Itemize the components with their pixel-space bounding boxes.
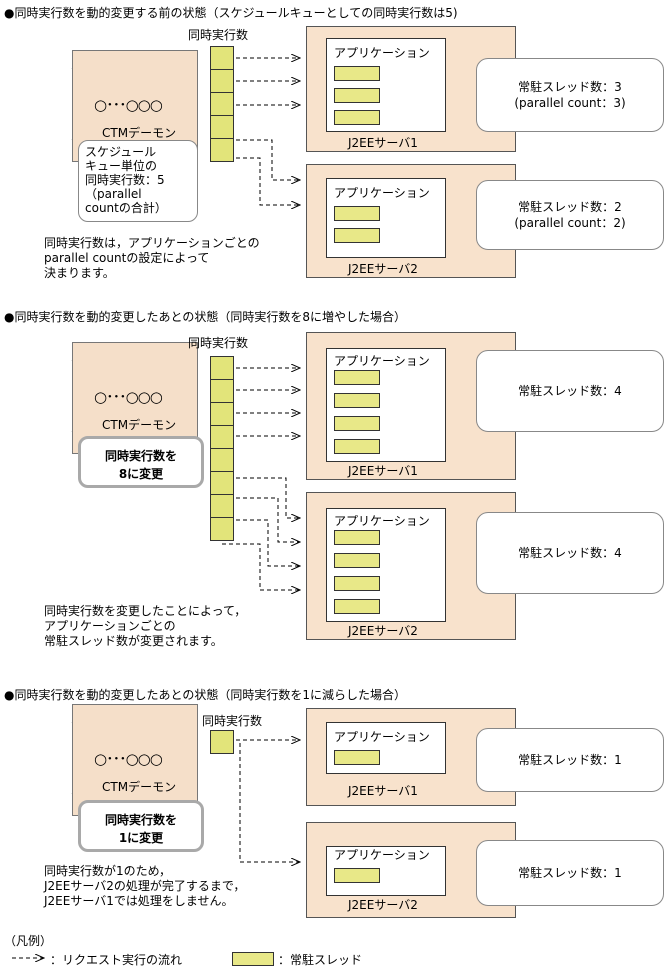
- concurrency-label: 同時実行数: [188, 28, 249, 42]
- schedule-queue-1: [210, 46, 234, 162]
- server2-thread-count: 常駐スレッド数：1: [476, 840, 664, 906]
- resident-thread: [334, 576, 380, 591]
- server2-label: J2EEサーバ2: [348, 624, 418, 638]
- application-label: アプリケーション: [334, 186, 430, 200]
- schedule-queue-3: [210, 730, 234, 754]
- section2-heading: ●同時実行数を動的変更したあとの状態（同時実行数を8に増やした場合）: [4, 310, 406, 324]
- resident-thread: [334, 530, 380, 545]
- resident-thread: [334, 750, 380, 765]
- server1-label: J2EEサーバ1: [348, 784, 418, 798]
- request-arrows-1: [222, 58, 300, 205]
- resident-thread: [334, 868, 380, 883]
- application-label: アプリケーション: [334, 354, 430, 368]
- resident-thread: [334, 66, 380, 81]
- application-box: [326, 722, 446, 774]
- resident-thread: [334, 110, 380, 125]
- section1-callout: スケジュール キュー単位の 同時実行数：5 （parallel countの合計…: [78, 140, 198, 222]
- concurrency-label: 同時実行数: [202, 714, 263, 728]
- section2-callout: 同時実行数を 8に変更: [78, 436, 204, 488]
- legend-thread-text: ：常駐スレッド: [278, 953, 363, 967]
- server1-thread-count: 常駐スレッド数：1: [476, 728, 664, 792]
- resident-thread: [334, 416, 380, 431]
- server2-label: J2EEサーバ2: [348, 262, 418, 276]
- request-arrows-2: [222, 368, 300, 590]
- resident-thread: [334, 370, 380, 385]
- application-label: アプリケーション: [334, 730, 430, 744]
- application-label: アプリケーション: [334, 46, 430, 60]
- server2-thread-count: 常駐スレッド数：4: [476, 512, 664, 594]
- server1-thread-count: 常駐スレッド数：3 (parallel count：3): [476, 58, 664, 132]
- resident-thread: [334, 88, 380, 103]
- resident-thread: [334, 393, 380, 408]
- application-label: アプリケーション: [334, 848, 430, 862]
- resident-thread: [334, 439, 380, 454]
- daemon-label: CTMデーモン: [102, 126, 177, 140]
- section3-heading: ●同時実行数を動的変更したあとの状態（同時実行数を1に減らした場合）: [4, 688, 406, 702]
- daemon-label: CTMデーモン: [102, 418, 177, 432]
- daemon-label: CTMデーモン: [102, 780, 177, 794]
- section2-note: 同時実行数を変更したことによって， アプリケーションごとの 常駐スレッド数が変更…: [44, 604, 247, 648]
- legend-thread-swatch: [232, 952, 274, 966]
- server1-thread-count: 常駐スレッド数：4: [476, 350, 664, 432]
- daemon-circles: ○･･･○○○: [94, 96, 163, 114]
- daemon-circles: ○･･･○○○: [94, 388, 163, 406]
- section3-callout: 同時実行数を 1に変更: [78, 800, 204, 852]
- section1-heading: ●同時実行数を動的変更する前の状態（スケジュールキューとしての同時実行数は5): [4, 6, 458, 20]
- server1-label: J2EEサーバ1: [348, 464, 418, 478]
- section3-note: 同時実行数が1のため， J2EEサーバ2の処理が完了するまで， J2EEサーバ1…: [44, 864, 246, 908]
- application-label: アプリケーション: [334, 514, 430, 528]
- resident-thread: [334, 206, 380, 221]
- server1-label: J2EEサーバ1: [348, 136, 418, 150]
- legend-title: （凡例）: [4, 934, 53, 948]
- resident-thread: [334, 553, 380, 568]
- schedule-queue-2: [210, 356, 234, 541]
- resident-thread: [334, 599, 380, 614]
- resident-thread: [334, 228, 380, 243]
- daemon-circles: ○･･･○○○: [94, 750, 163, 768]
- server2-label: J2EEサーバ2: [348, 898, 418, 912]
- section1-note: 同時実行数は，アプリケーションごとの parallel countの設定によって…: [44, 236, 260, 280]
- legend-arrow-text: ：リクエスト実行の流れ: [50, 953, 183, 967]
- concurrency-label: 同時実行数: [188, 336, 249, 350]
- server2-thread-count: 常駐スレッド数：2 (parallel count：2): [476, 180, 664, 250]
- request-arrows-3: [222, 740, 300, 862]
- ctm-daemon-box: [72, 342, 198, 454]
